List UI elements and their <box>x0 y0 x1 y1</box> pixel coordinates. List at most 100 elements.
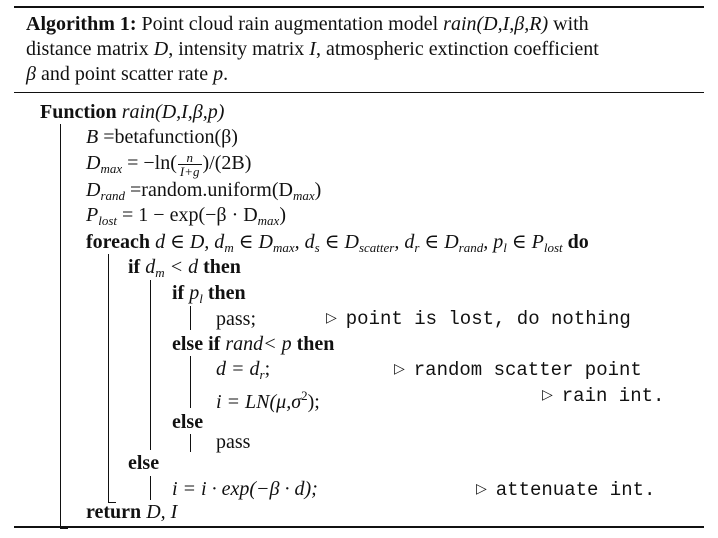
caption-beta: β <box>26 63 36 85</box>
assign-i-sup: 2 <box>301 388 308 403</box>
foreach-b8: ∈ P <box>506 231 544 253</box>
assign-i-end: ); <box>307 391 320 413</box>
line-B: B =betafunction(β) <box>86 125 238 149</box>
caption-text-2a: distance matrix <box>26 38 154 60</box>
foreach-rand: rand <box>458 240 484 255</box>
caption-text: Point cloud rain augmentation model <box>141 13 444 35</box>
line-Plost: Plost = 1 − exp(−β · Dmax) <box>86 203 286 233</box>
comment-3: ▷ rain int. <box>542 384 664 409</box>
function-bar <box>60 124 61 528</box>
B-lhs: B <box>86 126 99 148</box>
foreach-line: foreach d ∈ D, dm ∈ Dmax, ds ∈ Dscatter,… <box>86 230 589 260</box>
Drand-lhs: D <box>86 179 101 201</box>
function-signature: rain(D,I,β,p) <box>121 101 225 123</box>
function-line: Function rain(D,I,β,p) <box>40 100 224 124</box>
if2-bar <box>190 306 191 330</box>
bottom-rule <box>14 526 704 528</box>
B-rhs: =betafunction(β) <box>98 126 238 148</box>
pass1-text: pass; <box>216 308 256 330</box>
return-line: return D, I <box>86 500 177 524</box>
foreach-b4: ∈ D <box>319 231 359 253</box>
foreach-keyword: foreach <box>86 231 151 253</box>
pass2-line: pass <box>216 430 250 454</box>
if1-bar <box>150 280 151 450</box>
else2-keyword: else <box>128 452 160 474</box>
caption-label: Algorithm 1: <box>26 13 137 35</box>
caption-text-2b: , intensity matrix <box>168 38 310 60</box>
caption-tail: with <box>548 13 589 35</box>
if1-line: if dm < d then <box>128 255 241 285</box>
else1-line: else <box>172 410 203 434</box>
foreach-b3: , d <box>294 231 315 253</box>
caption-line-1: Algorithm 1: Point cloud rain augmentati… <box>26 12 589 36</box>
Drand-sub: rand <box>100 188 126 203</box>
Drand-rhs-end: ) <box>314 179 322 201</box>
foreach-b6: ∈ D <box>419 231 459 253</box>
comment-triangle-icon: ▷ <box>476 481 487 497</box>
if2-cond-a: p <box>184 282 200 304</box>
do-keyword: do <box>562 231 589 253</box>
pass1-line: pass; <box>216 307 256 331</box>
foreach-bar-end <box>108 502 116 503</box>
else1-bar <box>190 434 191 452</box>
foreach-b5: , d <box>394 231 415 253</box>
if2-keyword: if <box>172 282 185 304</box>
comment-4: ▷ attenuate int. <box>476 478 655 503</box>
if1-cond-sub: m <box>155 265 165 280</box>
caption-text-3b: . <box>223 63 229 85</box>
assign-d-end: ; <box>264 358 271 380</box>
assign-d-line: d = dr; <box>216 357 270 387</box>
Dmax-lhs: D <box>86 152 101 175</box>
comment-2: ▷random scatter point <box>394 358 642 383</box>
comment-triangle-icon: ▷ <box>326 310 337 326</box>
caption-line-3: β and point scatter rate p. <box>26 62 228 86</box>
Plost-rhs-end: ) <box>279 204 287 226</box>
else2-line: else <box>128 451 159 475</box>
elseif-bar <box>190 356 191 408</box>
then-keyword-3: then <box>296 333 335 355</box>
foreach-lost: lost <box>543 240 563 255</box>
Plost-lhs: P <box>86 204 99 226</box>
foreach-body: d ∈ D, d <box>150 231 225 253</box>
return-values: D, I <box>141 501 178 523</box>
foreach-m: m <box>224 240 234 255</box>
if2-cond-sub: l <box>199 291 203 306</box>
caption-line-2: distance matrix D, intensity matrix I, a… <box>26 37 599 61</box>
caption-I: I <box>309 38 316 60</box>
Dmax-rhs-b: )/(2B) <box>202 152 252 175</box>
then-keyword-2: then <box>202 282 246 304</box>
foreach-scatter: scatter <box>358 240 395 255</box>
fraction-numerator: n <box>177 151 202 165</box>
if2-line: if pl then <box>172 281 246 311</box>
Dmax-sub: max <box>100 161 123 177</box>
Plost-sub: lost <box>98 213 118 228</box>
fraction-denominator: I+g <box>179 164 200 179</box>
function-keyword: Function <box>40 101 117 123</box>
assign-d: d = d <box>216 358 260 380</box>
top-rule <box>14 6 704 8</box>
comment-2-text: random scatter point <box>413 359 642 381</box>
comment-triangle-icon: ▷ <box>542 387 553 403</box>
foreach-b7: , p <box>483 231 504 253</box>
comment-1: ▷ point is lost, do nothing <box>326 307 631 332</box>
caption-text-3a: and point scatter rate <box>35 63 214 85</box>
Drand-rhs: =random.uniform(D <box>125 179 293 201</box>
else1-keyword: else <box>172 411 204 433</box>
comment-1-text: point is lost, do nothing <box>345 308 631 330</box>
comment-4-text: attenuate int. <box>495 479 656 501</box>
Dmax-rhs-a: = −ln( <box>122 152 177 175</box>
function-bar-end <box>60 528 68 529</box>
foreach-max: max <box>272 240 295 255</box>
Plost-rhs-sub: max <box>257 213 280 228</box>
pass2-text: pass <box>216 431 251 453</box>
elseif-keyword: else if <box>172 333 221 355</box>
foreach-s: s <box>314 240 320 255</box>
return-keyword: return <box>86 501 142 523</box>
attenuate-line: i = i · exp(−β · d); <box>172 477 318 501</box>
elseif-cond: rand< p <box>220 333 297 355</box>
elseif-line: else if rand< p then <box>172 332 334 356</box>
line-Drand: Drand =random.uniform(Dmax) <box>86 178 321 208</box>
comment-3-text: rain int. <box>561 385 665 407</box>
foreach-l: l <box>503 240 507 255</box>
